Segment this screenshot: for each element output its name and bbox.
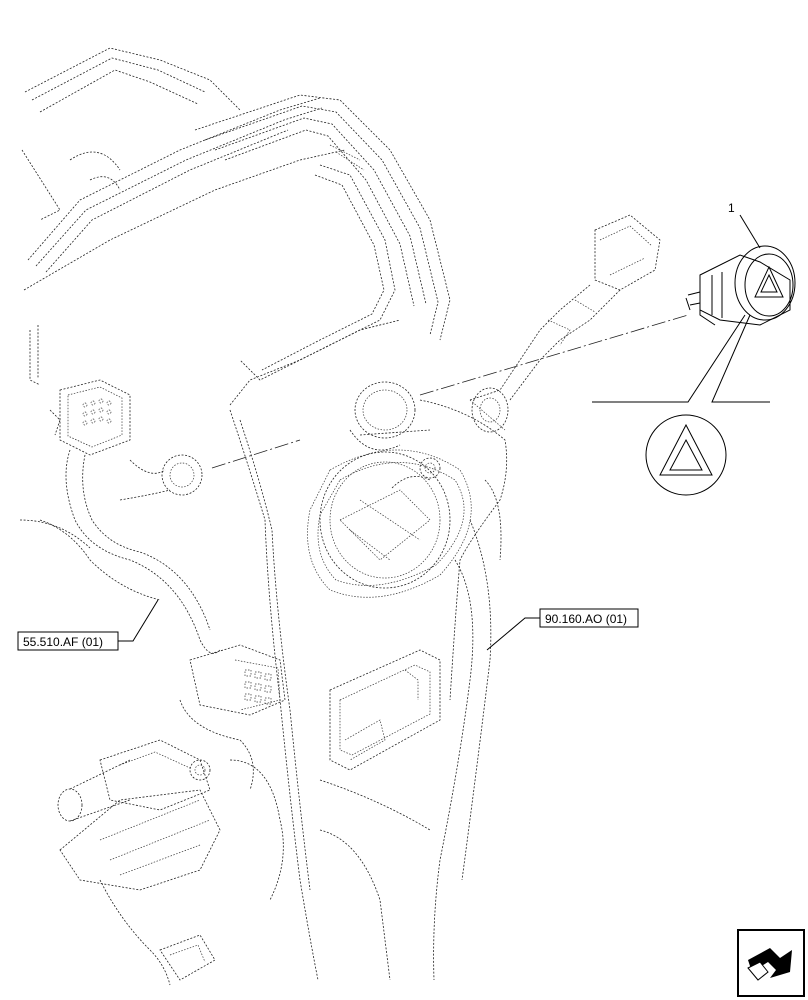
connector-pin-grid — [82, 398, 112, 426]
switch-hazard-icon — [754, 265, 784, 298]
ref-label-left: 55.510.AF (01) — [23, 635, 103, 649]
wiring-harness — [19, 379, 286, 986]
steering-column-housing — [229, 381, 508, 981]
ref-label-right: 90.160.AO (01) — [545, 612, 627, 626]
symbol-callout — [592, 314, 770, 496]
hazard-triangle-icon — [659, 423, 713, 476]
centre-lines — [211, 314, 689, 469]
item-number-label: 1 — [728, 201, 735, 215]
next-page-arrow-icon[interactable] — [737, 929, 805, 997]
multifunction-switch-lever — [469, 214, 661, 433]
dashboard-shell — [21, 47, 346, 386]
mid-connector-pins — [244, 669, 272, 705]
instrument-binnacle — [194, 94, 451, 406]
hazard-switch — [685, 245, 796, 326]
lower-panel — [319, 649, 441, 981]
item-leader-line — [739, 214, 761, 249]
ref-callout-left: 55.510.AF (01) — [17, 599, 159, 651]
ref-callout-right: 90.160.AO (01) — [486, 608, 639, 651]
